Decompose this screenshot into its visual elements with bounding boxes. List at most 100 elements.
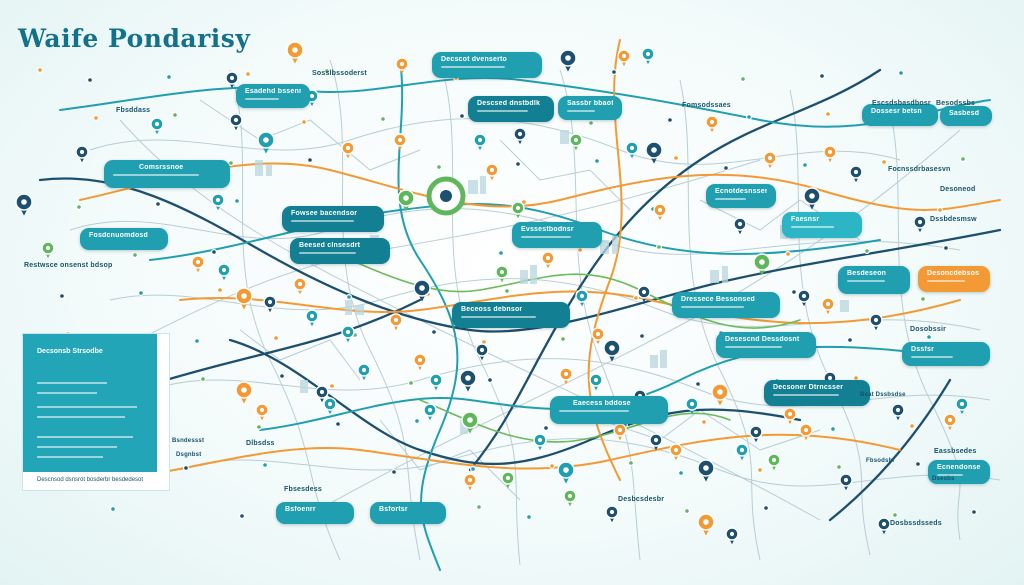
info-card[interactable]: Dressece Bessonsed [672, 292, 780, 318]
map-pin[interactable] [191, 255, 205, 273]
map-pin[interactable] [501, 471, 515, 489]
map-pin[interactable] [473, 133, 487, 151]
info-card[interactable]: Bsfoenrr [276, 502, 354, 524]
map-pin[interactable] [323, 397, 337, 415]
map-pin[interactable] [891, 403, 905, 421]
map-pin[interactable] [575, 289, 589, 307]
map-pin[interactable] [393, 133, 407, 151]
map-pin[interactable] [511, 201, 525, 219]
info-card[interactable]: Beesed clnsesdrt [290, 238, 390, 264]
map-pin[interactable] [669, 443, 683, 461]
map-pin[interactable] [641, 47, 655, 65]
map-pin[interactable] [559, 49, 577, 72]
info-card[interactable]: Fowsee bacendsor [282, 206, 384, 232]
map-pin[interactable] [799, 423, 813, 441]
map-pin[interactable] [603, 339, 621, 362]
info-card[interactable]: Dossesr betsn [862, 104, 938, 126]
map-pin[interactable] [357, 363, 371, 381]
map-pin[interactable] [211, 193, 225, 211]
map-pin[interactable] [877, 517, 891, 535]
map-pin[interactable] [217, 263, 231, 281]
map-pin[interactable] [711, 383, 729, 406]
info-card[interactable]: Desoncdebsos [918, 266, 990, 292]
map-pin[interactable] [397, 189, 415, 212]
info-card[interactable]: Desescnd Dessdosnt [716, 332, 816, 358]
map-pin[interactable] [413, 279, 431, 302]
map-pin[interactable] [697, 459, 715, 482]
map-pin[interactable] [541, 251, 555, 269]
map-pin[interactable] [315, 385, 329, 403]
info-card[interactable]: Esadehd bssenr [236, 84, 310, 108]
map-pin[interactable] [569, 133, 583, 151]
map-pin[interactable] [613, 423, 627, 441]
map-pin[interactable] [341, 325, 355, 343]
map-pins[interactable] [15, 41, 969, 545]
map-pin[interactable] [341, 141, 355, 159]
map-pin[interactable] [735, 443, 749, 461]
info-card[interactable]: Beceoss debnsor [452, 302, 570, 328]
map-pin[interactable] [15, 193, 33, 216]
info-card[interactable]: Fosdcnuomdosd [80, 228, 168, 250]
map-pin[interactable] [263, 295, 277, 313]
map-pin[interactable] [475, 343, 489, 361]
map-pin[interactable] [849, 165, 863, 183]
map-pin[interactable] [305, 309, 319, 327]
info-card[interactable]: Ecnotdesnssent [706, 184, 776, 208]
map-pin[interactable] [229, 113, 243, 131]
map-pin[interactable] [637, 285, 651, 303]
map-pin[interactable] [557, 461, 575, 484]
map-pin[interactable] [459, 369, 477, 392]
map-pin[interactable] [533, 433, 547, 451]
info-card[interactable]: Besdeseon [838, 266, 910, 294]
map-pin[interactable] [463, 473, 477, 491]
map-pin[interactable] [591, 327, 605, 345]
map-pin[interactable] [733, 217, 747, 235]
map-pin[interactable] [823, 145, 837, 163]
map-pin[interactable] [763, 151, 777, 169]
info-card[interactable]: Sasbesd [940, 106, 992, 126]
map-pin[interactable] [725, 527, 739, 545]
map-pin[interactable] [563, 489, 577, 507]
map-pin[interactable] [617, 49, 631, 67]
map-pin[interactable] [395, 57, 409, 75]
map-pin[interactable] [495, 265, 509, 283]
map-pin[interactable] [697, 513, 715, 536]
map-pin[interactable] [429, 373, 443, 391]
info-card[interactable]: Faesnsr [782, 212, 862, 238]
map-pin[interactable] [286, 41, 304, 64]
map-pin[interactable] [821, 297, 835, 315]
info-card[interactable]: Dssfsr [902, 342, 990, 366]
info-card[interactable]: Decscot dvenserto [432, 52, 542, 78]
map-pin[interactable] [803, 187, 821, 210]
map-pin[interactable] [645, 141, 663, 164]
info-card[interactable]: Decsoner Dtrncsser [764, 380, 870, 406]
info-card[interactable]: Evssestbodnsr [512, 222, 602, 248]
info-card[interactable]: Sassbr bbaot [558, 96, 622, 120]
map-pin[interactable] [413, 353, 427, 371]
info-card[interactable]: Bsfortsr [370, 502, 446, 524]
map-pin[interactable] [235, 287, 253, 310]
map-pin[interactable] [753, 253, 771, 276]
map-pin[interactable] [839, 473, 853, 491]
info-card[interactable]: Ecnendonsebsr [928, 460, 990, 484]
map-pin[interactable] [649, 433, 663, 451]
map-pin[interactable] [389, 313, 403, 331]
info-card[interactable]: Descsed dnstbdlk [468, 96, 554, 122]
map-pin[interactable] [75, 145, 89, 163]
map-pin[interactable] [685, 397, 699, 415]
map-pin[interactable] [749, 425, 763, 443]
map-pin[interactable] [625, 141, 639, 159]
map-pin[interactable] [513, 127, 527, 145]
map-pin[interactable] [653, 203, 667, 221]
map-pin[interactable] [461, 411, 479, 434]
map-pin[interactable] [423, 403, 437, 421]
map-pin[interactable] [41, 241, 55, 259]
map-pin[interactable] [797, 289, 811, 307]
map-pin[interactable] [605, 505, 619, 523]
map-pin[interactable] [589, 373, 603, 391]
map-pin[interactable] [913, 215, 927, 233]
map-pin[interactable] [783, 407, 797, 425]
map-pin[interactable] [257, 131, 275, 154]
map-pin[interactable] [955, 397, 969, 415]
